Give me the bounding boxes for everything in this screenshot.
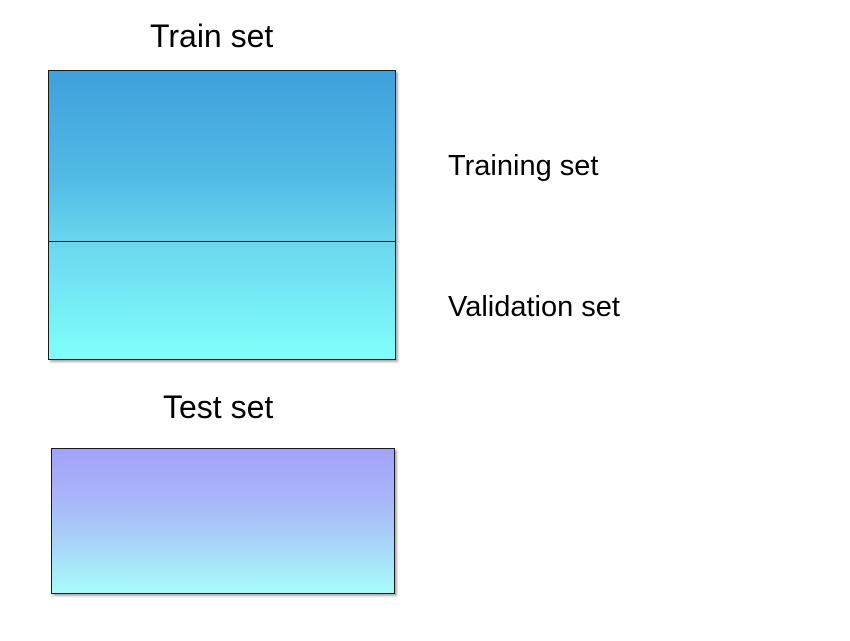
train-set-title: Train set (150, 18, 274, 54)
training-set-region (49, 71, 395, 241)
test-set-title: Test set (163, 389, 274, 425)
train-validation-divider (49, 241, 395, 242)
validation-set-label: Validation set (448, 291, 620, 323)
validation-set-region (49, 242, 395, 361)
training-set-label: Training set (448, 150, 599, 182)
train-set-box (48, 70, 396, 360)
test-set-box (51, 448, 395, 594)
